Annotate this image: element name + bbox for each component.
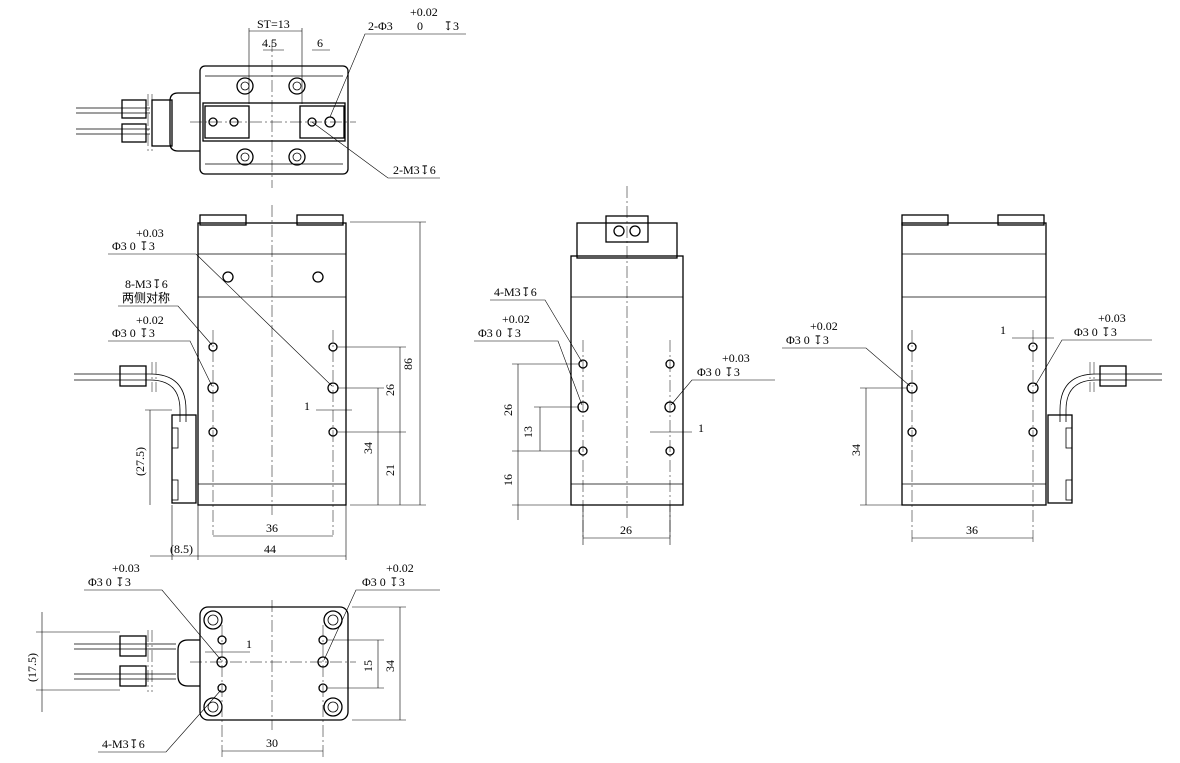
top-view: ST=13 4.5 6 +0.02 2-Φ3 0 ↧3 2-M3↧6: [76, 5, 466, 188]
bottom-view: (17.5) 34 15 1 30 +0.03 Φ3 0 ↧3 +0.02 Φ3…: [25, 561, 440, 758]
pin-hole-right-tol: +0.03: [1098, 311, 1126, 325]
pin-hole-left-tol: +0.02: [502, 312, 530, 326]
dim-15: 15: [361, 660, 375, 672]
dim-34: 34: [383, 660, 397, 672]
dim-34: 34: [361, 442, 375, 454]
back-view: 34 1 36 +0.02 Φ3 0 ↧3 +0.03 Φ3 0 ↧3: [782, 214, 1162, 542]
thread-note: 两侧对称: [122, 291, 170, 305]
hole-count-label: 2-Φ3: [368, 19, 393, 33]
dim-17-5: (17.5): [25, 653, 39, 682]
front-view: 86 26 21 34 1 (27.5) 36 (8.5) 44 +0.03 Φ…: [74, 205, 426, 560]
stroke-label: ST=13: [257, 17, 290, 31]
dim-1: 1: [1000, 323, 1006, 337]
dim-26: 26: [501, 404, 515, 416]
pin-hole-left-tol: +0.02: [136, 313, 164, 327]
side-view: 26 16 13 1 26 4-M3↧6 +0.02 Φ3 0 ↧3 +0.03…: [474, 186, 775, 545]
thread-label: 4-M3↧6: [494, 285, 537, 299]
pin-hole-right-spec: Φ3 0 ↧3: [697, 365, 740, 379]
thread-label: 2-M3↧6: [393, 163, 436, 177]
dim-4-5: 4.5: [262, 36, 277, 50]
thread-label: 8-M3↧6: [125, 277, 168, 291]
dim-1: 1: [698, 421, 704, 435]
dim-36: 36: [266, 521, 278, 535]
dim-86: 86: [401, 358, 415, 370]
hole-tol-upper: +0.02: [410, 5, 438, 19]
dim-27-5: (27.5): [133, 447, 147, 476]
dim-36: 36: [966, 523, 978, 537]
dim-13: 13: [521, 426, 535, 438]
pin-hole-left-spec: Φ3 0 ↧3: [786, 333, 829, 347]
pin-hole-right-tol: +0.03: [722, 351, 750, 365]
dim-21: 21: [383, 464, 397, 476]
thread-label: 4-M3↧6: [102, 737, 145, 751]
pin-hole-right-tol: +0.02: [386, 561, 414, 575]
dim-26-bottom: 26: [620, 523, 632, 537]
dim-30: 30: [266, 736, 278, 750]
pin-hole-left-spec: Φ3 0 ↧3: [88, 575, 131, 589]
pin-hole-left-spec: Φ3 0 ↧3: [478, 326, 521, 340]
pin-hole-right-spec: Φ3 0 ↧3: [1074, 325, 1117, 339]
pin-hole-top-tol: +0.03: [136, 226, 164, 240]
pin-hole-right-spec: Φ3 0 ↧3: [362, 575, 405, 589]
dim-1: 1: [246, 637, 252, 651]
dim-6: 6: [317, 36, 323, 50]
hole-tol-lower: 0: [417, 19, 423, 33]
dim-26: 26: [383, 384, 397, 396]
pin-hole-left-tol: +0.03: [112, 561, 140, 575]
hole-depth: ↧3: [443, 19, 459, 33]
pin-hole-top-spec: Φ3 0 ↧3: [112, 239, 155, 253]
pin-hole-left-tol: +0.02: [810, 319, 838, 333]
dim-8-5: (8.5): [170, 542, 193, 556]
dim-16: 16: [501, 474, 515, 486]
dim-44: 44: [264, 542, 276, 556]
dim-1: 1: [304, 399, 310, 413]
pin-hole-left-spec: Φ3 0 ↧3: [112, 326, 155, 340]
dim-34: 34: [849, 444, 863, 456]
